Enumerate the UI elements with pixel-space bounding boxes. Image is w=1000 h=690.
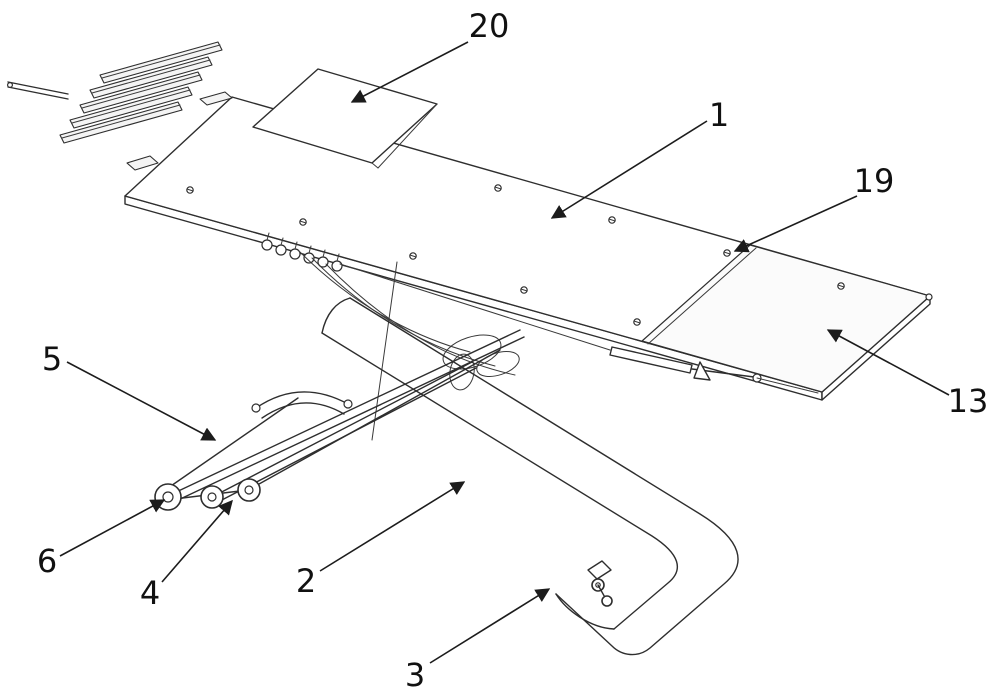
slat-bracket (199, 91, 233, 106)
leader-line-3 (429, 588, 551, 664)
arm-upper-rail (167, 397, 299, 489)
leg-inner-rail (321, 332, 678, 630)
label-3: 3 (405, 656, 425, 690)
arm-rail (213, 361, 473, 497)
leader-line-13 (826, 329, 950, 396)
roller-hub (244, 485, 254, 495)
center-strut (371, 261, 398, 441)
label-13: 13 (948, 382, 989, 420)
label-5: 5 (42, 340, 62, 378)
screw-icon (723, 249, 731, 257)
screw-icon (299, 218, 307, 226)
top-panel-edge (377, 103, 438, 169)
reference-labels: 20 1 19 13 5 6 4 2 3 (37, 7, 989, 690)
top-panel-edge (371, 162, 379, 169)
screw-icon (837, 282, 845, 290)
left-latch (126, 155, 159, 171)
leader-line-6 (59, 499, 166, 557)
screw-icon (186, 186, 194, 194)
deck-screws (186, 184, 845, 326)
runner-latch (587, 560, 613, 607)
slat-bar (89, 56, 213, 99)
leader-line-4 (161, 499, 233, 583)
flap-link (756, 377, 819, 394)
leg-bottom-cap (555, 593, 615, 630)
label-20: 20 (469, 7, 510, 45)
slat-bar (79, 71, 203, 114)
slat-assembly (6, 41, 233, 171)
roller-hub (162, 491, 174, 503)
label-6: 6 (37, 542, 57, 580)
cable-run (339, 263, 611, 351)
actuator-rod (609, 346, 819, 394)
yoke-pivot (343, 399, 353, 409)
feed-rod (7, 81, 69, 95)
slat-bar (99, 41, 223, 84)
leader-line-20 (350, 41, 469, 103)
leader-lines (59, 41, 950, 664)
leader-line-2 (319, 481, 466, 572)
arm-rail (249, 349, 501, 490)
leg-frame (321, 297, 739, 656)
yoke-pivot (251, 403, 261, 413)
actuator-mount (693, 361, 711, 381)
curved-yoke (261, 402, 345, 419)
screw-icon (520, 286, 528, 294)
cable-loop (442, 334, 502, 370)
rod-tip (6, 81, 14, 88)
platform-deck (124, 96, 933, 401)
screw-icon (409, 252, 417, 260)
actuator-cylinder (609, 346, 693, 374)
screw-icon (633, 318, 641, 326)
curved-yoke (255, 391, 349, 409)
flap-hinge-line (647, 247, 757, 345)
arm-rail (171, 329, 521, 495)
label-2: 2 (296, 562, 316, 600)
screw-icon (494, 184, 502, 192)
flap-corner-pin (925, 293, 933, 301)
label-4: 4 (140, 574, 160, 612)
slat-bar (69, 86, 193, 129)
leg-top-cap (321, 297, 351, 334)
slat-bar (59, 101, 183, 144)
screw-icon (608, 216, 616, 224)
top-panel (252, 68, 438, 169)
left-arm-assembly (154, 329, 525, 511)
feed-rod (7, 86, 69, 100)
leader-line-1 (550, 120, 708, 219)
leader-line-19 (733, 195, 858, 253)
end-flap (640, 244, 932, 393)
leader-line-5 (66, 361, 217, 441)
label-19: 19 (854, 162, 895, 200)
pulley-row (261, 232, 343, 272)
roller-hub (207, 492, 217, 502)
leg-outer-rail (349, 297, 739, 656)
label-1: 1 (709, 96, 729, 134)
